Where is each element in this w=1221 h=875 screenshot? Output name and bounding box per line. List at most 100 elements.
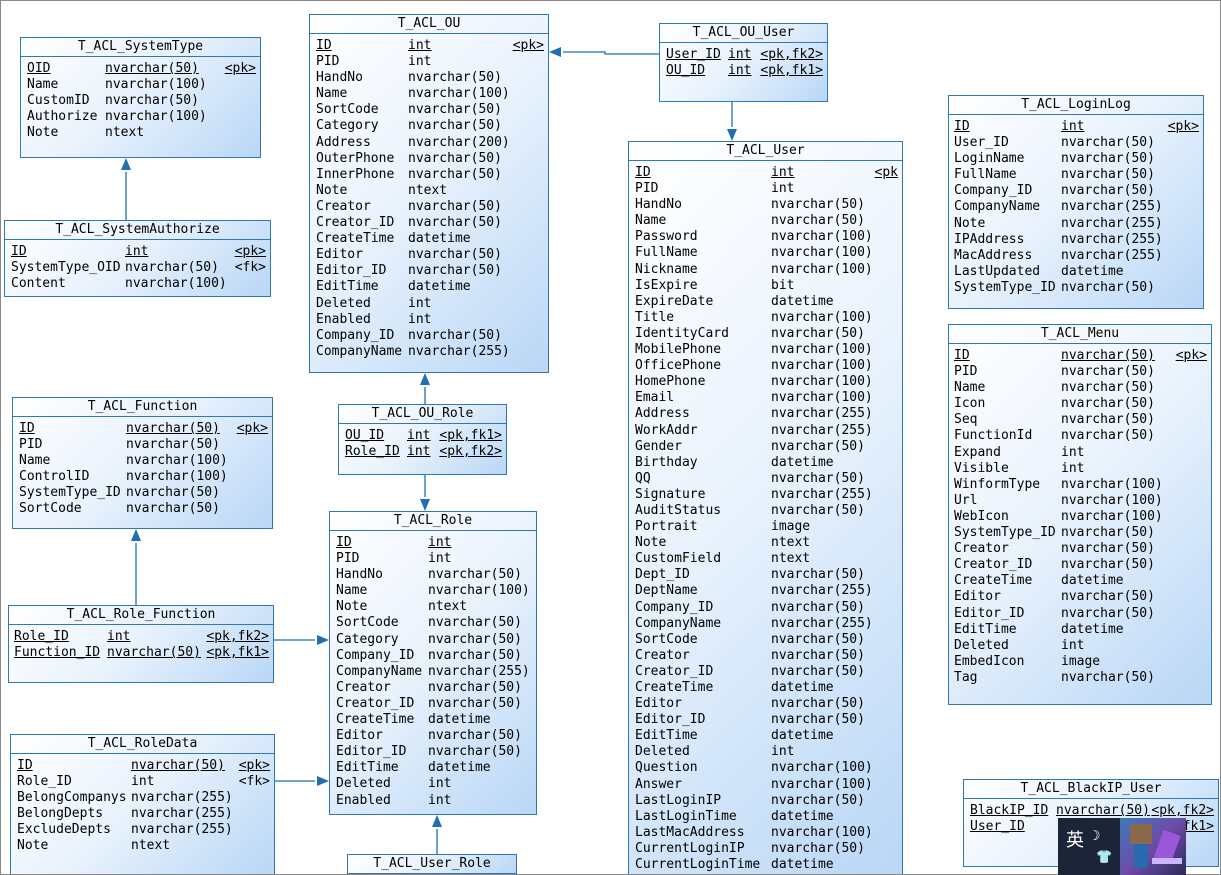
column-type: datetime xyxy=(771,857,834,873)
column-name: DeptName xyxy=(635,583,698,599)
column-name: HandNo xyxy=(316,70,363,86)
column-type: int xyxy=(1061,460,1085,476)
column-type: datetime xyxy=(771,454,834,470)
column-type: int xyxy=(408,295,432,311)
column-type: nvarchar(50) xyxy=(1061,589,1155,605)
column-name: Enabled xyxy=(336,792,391,808)
column-name: Tag xyxy=(954,669,978,685)
column-name: SortCode xyxy=(635,631,698,647)
ime-language-indicator[interactable]: 英 xyxy=(1066,830,1084,851)
column-type: nvarchar(100) xyxy=(408,86,510,102)
column-name: Expand xyxy=(954,444,1001,460)
column-name: Deleted xyxy=(316,295,371,311)
column-type: int xyxy=(428,551,452,567)
column-row: Dept_ID nvarchar(50) xyxy=(635,567,902,583)
column-name: ExpireDate xyxy=(635,293,714,309)
column-key: <pk,fk1> xyxy=(760,63,823,79)
column-name: Address xyxy=(316,134,371,150)
entity-title: T_ACL_Role_Function xyxy=(9,606,273,625)
column-key: <pk> xyxy=(238,758,270,773)
column-type: int xyxy=(107,629,131,644)
column-name: BelongDepts xyxy=(17,806,104,822)
column-name: Question xyxy=(635,760,698,776)
column-name: CompanyName xyxy=(954,199,1041,215)
column-name: Creator_ID xyxy=(954,557,1033,573)
column-type: datetime xyxy=(428,712,491,728)
ime-toolbar[interactable]: 英 ☽ 👕 xyxy=(1058,818,1186,875)
column-type: datetime xyxy=(1061,573,1124,589)
column-name: MacAddress xyxy=(954,247,1033,263)
column-key: <pk,fk2> xyxy=(760,47,823,62)
column-name: Note xyxy=(316,182,348,198)
column-type: nvarchar(50) xyxy=(408,102,502,118)
column-name: Dept_ID xyxy=(635,567,690,583)
column-type: nvarchar(50) xyxy=(771,470,865,486)
column-name: Authorize xyxy=(27,109,98,125)
column-name: Role_ID xyxy=(14,629,69,644)
column-type: nvarchar(50) xyxy=(771,567,865,583)
column-name: Company_ID xyxy=(316,327,395,343)
column-name: Editor_ID xyxy=(316,263,387,279)
column-type: nvarchar(100) xyxy=(771,229,873,245)
column-type: image xyxy=(771,519,811,535)
column-type: nvarchar(50) xyxy=(428,631,522,647)
entity-user-role[interactable]: T_ACL_User_Role xyxy=(347,854,517,875)
column-key: <pk xyxy=(874,165,898,180)
column-name: PID xyxy=(19,437,43,453)
column-name: ID xyxy=(954,348,970,363)
column-type: nvarchar(50) xyxy=(428,728,522,744)
column-type: nvarchar(50) xyxy=(771,647,865,663)
column-name: User_ID xyxy=(954,135,1009,151)
column-name: ID xyxy=(635,165,651,180)
column-type: nvarchar(50) xyxy=(1061,541,1155,557)
column-type: nvarchar(50) xyxy=(408,166,502,182)
column-type: nvarchar(50) xyxy=(408,263,502,279)
column-name: PID xyxy=(954,364,978,380)
skin-icon[interactable]: 👕 xyxy=(1096,850,1113,865)
column-type: nvarchar(50) xyxy=(126,421,220,436)
moon-icon[interactable]: ☽ xyxy=(1092,828,1101,844)
arrowhead xyxy=(727,129,737,141)
arrowhead xyxy=(121,158,131,170)
column-name: Deleted xyxy=(635,744,690,760)
column-name: IsExpire xyxy=(635,277,698,293)
column-name: Nickname xyxy=(635,261,698,277)
column-name: SystemType_ID xyxy=(954,279,1056,295)
column-type: nvarchar(255) xyxy=(1061,199,1163,215)
